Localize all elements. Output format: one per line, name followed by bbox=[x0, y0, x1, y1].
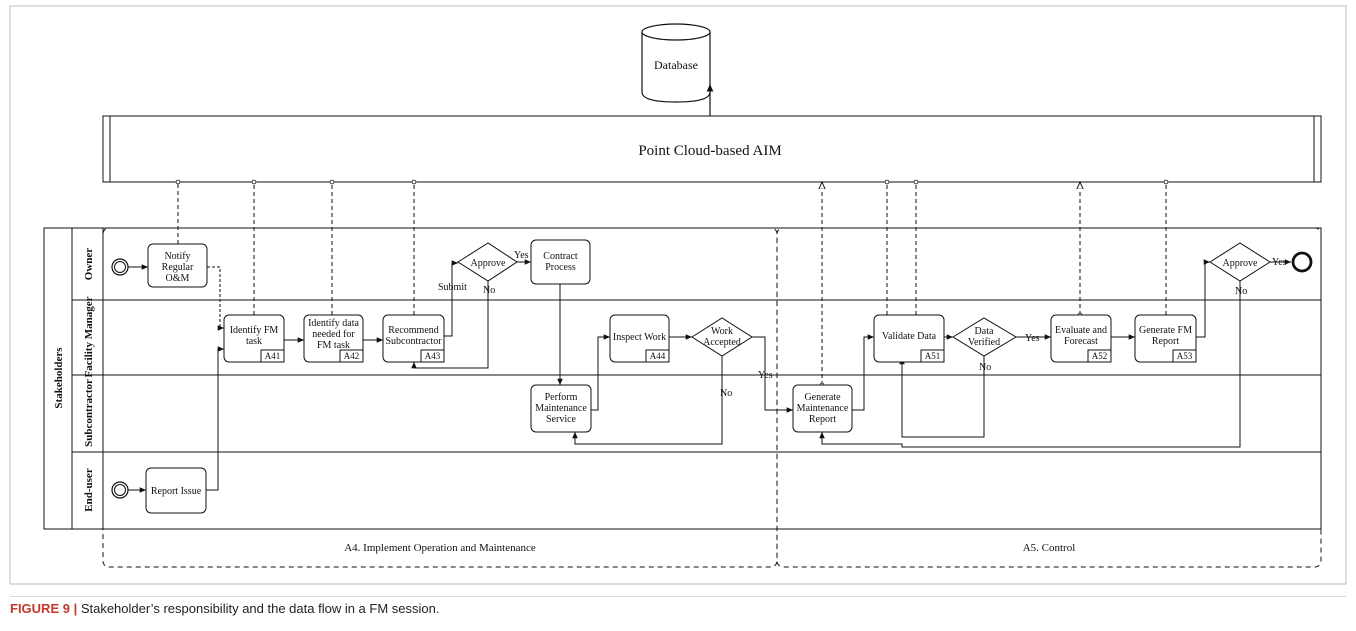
flow-label-no-work-accepted: No bbox=[720, 388, 732, 399]
flow-label-submit: Submit bbox=[438, 282, 467, 293]
svg-text:Verified: Verified bbox=[968, 337, 1000, 348]
svg-text:Forecast: Forecast bbox=[1064, 336, 1098, 347]
start-event-owner bbox=[111, 258, 129, 276]
task-identify-fm: Identify FM task A41 bbox=[223, 314, 285, 363]
flow-label-yes-approve1: Yes bbox=[514, 250, 529, 261]
platform-label: Point Cloud-based AIM bbox=[638, 143, 781, 159]
svg-text:Perform: Perform bbox=[545, 392, 578, 403]
svg-text:FM task: FM task bbox=[317, 340, 350, 351]
database-label: Database bbox=[654, 58, 698, 72]
svg-text:task: task bbox=[246, 336, 262, 347]
task-perform: Perform Maintenance Service bbox=[530, 384, 592, 433]
gateway-approve-owner: Approve bbox=[457, 242, 518, 282]
svg-text:Data: Data bbox=[975, 326, 994, 337]
svg-text:Generate: Generate bbox=[804, 392, 841, 403]
task-recommend: Recommend Subcontractor A43 bbox=[382, 314, 445, 363]
svg-text:Approve: Approve bbox=[471, 258, 507, 269]
svg-text:Work: Work bbox=[711, 326, 733, 337]
task-code: A42 bbox=[344, 351, 360, 361]
svg-text:Report: Report bbox=[1152, 336, 1179, 347]
start-event-end-user bbox=[111, 481, 129, 499]
svg-text:needed for: needed for bbox=[312, 329, 355, 340]
flow-label-no-approve1: No bbox=[483, 285, 495, 296]
flow-labels: Submit Yes No No Yes No Yes No Yes bbox=[438, 250, 1287, 399]
svg-text:Generate FM: Generate FM bbox=[1139, 325, 1192, 336]
pool-label: Stakeholders bbox=[53, 347, 65, 409]
svg-text:Regular: Regular bbox=[162, 262, 194, 273]
phase-a5-region bbox=[776, 227, 1322, 568]
svg-text:Identify FM: Identify FM bbox=[230, 325, 279, 336]
svg-text:Process: Process bbox=[545, 262, 576, 273]
figure-caption: FIGURE 9 | Stakeholder’s responsibility … bbox=[10, 596, 1346, 626]
svg-text:Maintenance: Maintenance bbox=[535, 403, 587, 414]
lane-facility-manager-text: Facility Manager bbox=[83, 296, 95, 377]
task-code: A44 bbox=[650, 351, 666, 361]
task-code: A43 bbox=[425, 351, 441, 361]
svg-text:Approve: Approve bbox=[1223, 258, 1259, 269]
svg-text:O&M: O&M bbox=[166, 273, 190, 284]
task-inspect: Inspect Work A44 bbox=[609, 314, 670, 363]
task-validate: Validate Data A51 bbox=[873, 314, 945, 363]
caption-label: FIGURE 9 | bbox=[10, 601, 78, 616]
gateway-approve-final: Approve bbox=[1209, 242, 1271, 282]
lane-owner-label: Owner bbox=[83, 248, 95, 281]
svg-text:Identify data: Identify data bbox=[308, 318, 359, 329]
phase-a4-label: A4. Implement Operation and Maintenance bbox=[344, 542, 536, 554]
bpmn-diagram: Database Point Cloud-based AIM Stakehold… bbox=[9, 5, 1347, 585]
data-exchange-lines bbox=[178, 182, 1166, 385]
phase-regions: A4. Implement Operation and Maintenance … bbox=[102, 227, 1322, 568]
svg-text:Recommend: Recommend bbox=[388, 325, 439, 336]
lane-subcontractor-label: Subcontractor bbox=[83, 379, 95, 447]
svg-text:Notify: Notify bbox=[164, 251, 190, 262]
svg-text:Maintenance: Maintenance bbox=[797, 403, 849, 414]
flow-label-yes-data-verified: Yes bbox=[1025, 333, 1040, 344]
task-notify: Notify Regular O&M bbox=[147, 243, 208, 288]
platform-box: Point Cloud-based AIM bbox=[102, 115, 1322, 183]
svg-text:Contract: Contract bbox=[543, 251, 578, 262]
flow-label-no-approve2: No bbox=[1235, 286, 1247, 297]
flow-label-yes-approve2: Yes bbox=[1272, 257, 1287, 268]
gateway-data-verified: Data Verified bbox=[952, 317, 1017, 357]
task-evaluate: Evaluate and Forecast A52 bbox=[1050, 314, 1112, 363]
caption-text: Stakeholder’s responsibility and the dat… bbox=[77, 601, 440, 616]
task-code: A51 bbox=[925, 351, 941, 361]
task-code: A52 bbox=[1092, 351, 1108, 361]
flow-label-yes-work-accepted: Yes bbox=[758, 370, 773, 381]
figure-frame bbox=[9, 5, 1347, 585]
lane-end-user-label: End-user bbox=[83, 468, 95, 512]
end-event bbox=[1291, 251, 1313, 273]
task-contract: Contract Process bbox=[530, 239, 591, 285]
svg-text:Accepted: Accepted bbox=[703, 337, 741, 348]
svg-text:Inspect Work: Inspect Work bbox=[613, 332, 666, 343]
task-code: A53 bbox=[1177, 351, 1193, 361]
database-node: Database bbox=[641, 23, 711, 103]
task-code: A41 bbox=[265, 351, 281, 361]
flow-label-no-data-verified: No bbox=[979, 362, 991, 373]
svg-text:Subcontractor: Subcontractor bbox=[385, 336, 442, 347]
task-identify-data: Identify data needed for FM task A42 bbox=[303, 314, 364, 363]
svg-text:Service: Service bbox=[546, 414, 577, 425]
svg-text:Evaluate and: Evaluate and bbox=[1055, 325, 1107, 336]
stakeholder-pool: Stakeholders Owner Facility Manager Subc… bbox=[43, 227, 1322, 530]
svg-text:Report Issue: Report Issue bbox=[151, 486, 202, 497]
svg-text:Validate Data: Validate Data bbox=[882, 331, 937, 342]
task-report-issue: Report Issue bbox=[145, 467, 207, 514]
phase-a5-label: A5. Control bbox=[1023, 542, 1076, 554]
svg-text:Report: Report bbox=[809, 414, 836, 425]
task-generate-fm: Generate FM Report A53 bbox=[1134, 314, 1197, 363]
lane-facility-manager-label: Facility Manager bbox=[83, 296, 95, 377]
gateway-work-accepted: Work Accepted bbox=[691, 317, 753, 357]
sequence-flows bbox=[128, 259, 1291, 493]
task-generate-maintenance: Generate Maintenance Report bbox=[792, 384, 853, 433]
